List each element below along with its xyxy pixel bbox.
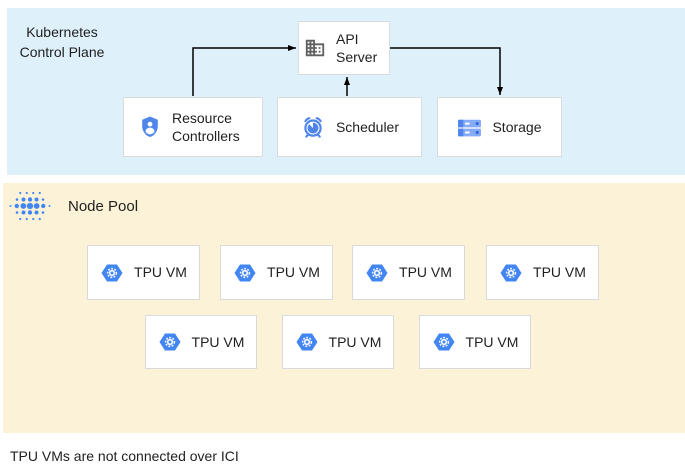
tpu-vm-label: TPU VM [191,333,245,350]
resource-controllers-label: Resource Controllers [172,109,240,144]
tpu-hexagon-icon [234,264,256,281]
building-icon [305,39,325,57]
storage-disks-icon [458,119,482,136]
tpu-vm-node: TPU VM [220,245,333,300]
tpu-hexagon-icon [366,264,388,281]
tpu-vm-label: TPU VM [134,264,187,281]
tpu-vm-node: TPU VM [352,245,465,300]
tpu-vm-node: TPU VM [486,245,599,300]
api-server-label: API Server [336,30,378,65]
scheduler-label: Scheduler [335,118,400,135]
caption-text: TPU VMs are not connected over ICI [10,448,239,464]
tpu-vm-node: TPU VM [282,315,394,369]
node-pool-dots-icon [9,191,51,221]
tpu-vm-label: TPU VM [328,333,382,350]
tpu-hexagon-icon [433,333,455,351]
resource-controllers-node: Resource Controllers [123,97,263,157]
tpu-vm-label: TPU VM [399,264,452,281]
tpu-hexagon-icon [296,333,318,351]
node-pool-label: Node Pool [68,197,139,215]
api-server-node: API Server [298,21,390,75]
tpu-vm-node: TPU VM [87,245,200,300]
node-pool-panel: Node Pool [3,183,685,433]
control-plane-label: Kubernetes Control Plane [19,24,105,61]
scheduler-node: Scheduler [277,97,422,157]
alarm-clock-icon [304,117,322,138]
shield-user-icon [142,116,158,137]
tpu-hexagon-icon [159,333,181,351]
tpu-vm-label: TPU VM [267,264,320,281]
tpu-vm-label: TPU VM [533,264,586,281]
storage-node: Storage [437,97,562,157]
tpu-vm-node: TPU VM [419,315,531,369]
tpu-hexagon-icon [500,264,522,281]
storage-label: Storage [492,118,542,135]
node-pool-header: Node Pool [8,186,138,226]
tpu-hexagon-icon [101,264,123,281]
tpu-vm-label: TPU VM [465,333,519,350]
tpu-vm-node: TPU VM [145,315,257,369]
